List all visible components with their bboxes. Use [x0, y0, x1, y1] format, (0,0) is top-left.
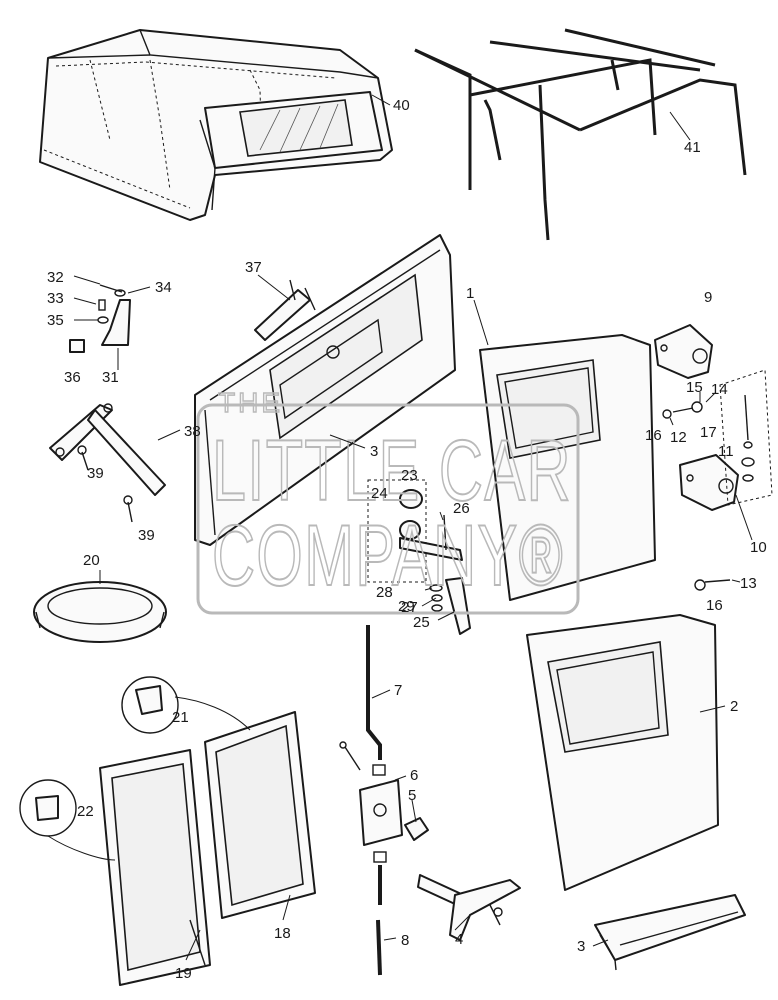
callout-33: 33 [47, 290, 64, 307]
callout-4: 4 [455, 931, 463, 948]
stay-38-part [49, 403, 166, 496]
callout-6: 6 [410, 767, 418, 784]
felt-clip-21-part [121, 676, 251, 734]
callout-24: 24 [371, 485, 388, 502]
callout-26: 26 [453, 500, 470, 517]
handle-lock-4-part [417, 874, 521, 941]
callout-32: 32 [47, 269, 64, 286]
callout-11: 11 [718, 443, 734, 460]
callout-5: 5 [408, 787, 416, 804]
callout-3b: 3 [577, 938, 585, 955]
callout-8: 8 [401, 932, 409, 949]
leader-lines [73, 94, 753, 961]
callout-14: 14 [711, 381, 728, 398]
rear-door-part [194, 234, 456, 546]
hinge-37-part [254, 279, 316, 341]
lock-rod-7-part [366, 625, 382, 760]
seal-roll-20-part [33, 581, 167, 643]
callout-39b: 39 [138, 527, 155, 544]
callout-27: 27 [401, 599, 418, 616]
callout-15: 15 [686, 379, 703, 396]
callout-17: 17 [700, 424, 717, 441]
hinge-9-part [654, 324, 713, 379]
watermark-line2: COMPANY® [212, 508, 564, 604]
hood-frame-part [414, 28, 747, 241]
callout-25: 25 [413, 614, 430, 631]
callout-16a: 16 [645, 427, 662, 444]
side-door-1-part [479, 334, 656, 601]
callout-20: 20 [83, 552, 100, 569]
callout-16b: 16 [706, 597, 723, 614]
window-frame-19-part [99, 749, 211, 986]
callout-41: 41 [684, 139, 701, 156]
gasket-5-part [404, 817, 429, 841]
hinge-bolts-part [662, 401, 731, 591]
callout-12: 12 [670, 429, 687, 446]
callout-39a: 39 [87, 465, 104, 482]
hinge-pin-group-11-part [719, 369, 773, 506]
callout-2: 2 [730, 698, 738, 715]
callout-36: 36 [64, 369, 81, 386]
screw-39b-part [123, 495, 133, 523]
callout-38: 38 [184, 423, 201, 440]
door-pocket-3-part [594, 894, 746, 971]
callout-29: 29 [398, 598, 415, 615]
watermark: THE LITTLE CAR COMPANY® [196, 386, 580, 615]
callout-31: 31 [102, 369, 119, 386]
felt-clip-22-part [19, 779, 116, 861]
watermark-prefix: THE [218, 387, 283, 418]
callout-13: 13 [740, 575, 757, 592]
callout-22: 22 [77, 803, 94, 820]
callout-19: 19 [175, 965, 192, 982]
callout-21: 21 [172, 709, 189, 726]
callout-1: 1 [466, 285, 474, 302]
callout-23: 23 [401, 467, 418, 484]
callout-7: 7 [394, 682, 402, 699]
callout-34: 34 [155, 279, 172, 296]
hard-top-canvas-part [39, 29, 393, 221]
callout-labels: 40 41 37 1 9 32 34 33 35 36 31 38 39 39 … [47, 97, 767, 982]
callout-40: 40 [393, 97, 410, 114]
screw-39a-part [77, 445, 89, 471]
callout-18: 18 [274, 925, 291, 942]
side-door-2-part [526, 614, 719, 891]
catch-group-part [367, 479, 463, 583]
bracket-31-part [69, 284, 131, 353]
callout-28: 28 [376, 584, 393, 601]
callout-10: 10 [750, 539, 767, 556]
lock-rod-8-part [376, 865, 382, 976]
callout-37: 37 [245, 259, 262, 276]
hinge-10-part [679, 454, 739, 511]
callout-35: 35 [47, 312, 64, 329]
lock-mechanism-6-part [339, 741, 403, 863]
window-frame-18-part [204, 711, 316, 919]
callout-3a: 3 [370, 443, 378, 460]
callout-9: 9 [704, 289, 712, 306]
watermark-line1: LITTLE CAR [212, 423, 572, 519]
striker-25-part [429, 577, 471, 635]
